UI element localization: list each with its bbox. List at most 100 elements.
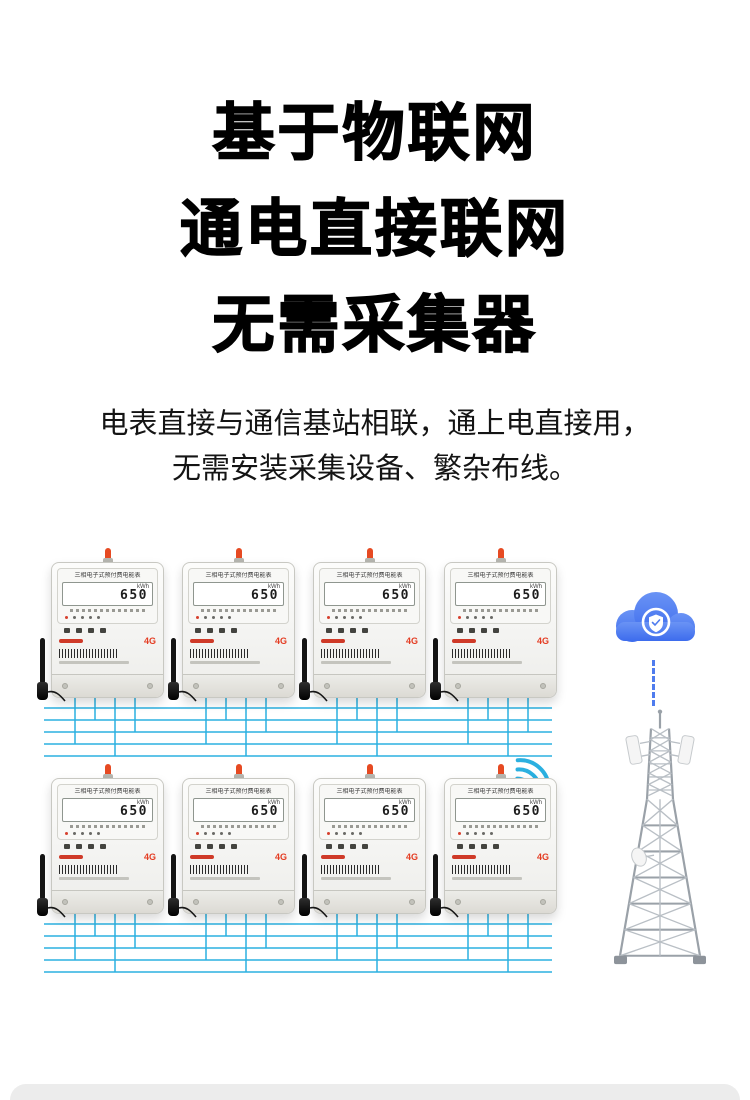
meter-antenna-base — [495, 774, 506, 780]
meter-antenna-base — [364, 558, 375, 564]
meter-barcode — [190, 649, 248, 658]
meter-button — [362, 844, 368, 849]
meter-button — [231, 628, 237, 633]
meter-label-strip — [70, 609, 145, 612]
antenna-cable — [309, 690, 328, 702]
meter-button — [219, 844, 225, 849]
meter-body: 三相电子式预付费电能表 kWh 650 — [51, 778, 164, 914]
antenna-rod — [433, 854, 438, 900]
meter-button — [457, 844, 463, 849]
meter-brand-strip: 4G — [452, 636, 549, 646]
antenna-cable — [440, 906, 459, 918]
led-dot — [97, 832, 100, 835]
meter-button — [195, 844, 201, 849]
meter-slot: 三相电子式预付费电能表 kWh 650 — [299, 764, 429, 918]
meter-antenna-base — [102, 774, 113, 780]
antenna-cable — [178, 906, 197, 918]
antenna-base — [168, 682, 179, 700]
meter-lcd-display: kWh 650 — [62, 798, 153, 822]
led-dot — [351, 616, 354, 619]
led-dot — [220, 832, 223, 835]
meter-buttons — [195, 844, 294, 849]
meter-row-1: 三相电子式预付费电能表 kWh 650 — [37, 548, 563, 702]
meter-brand-strip: 4G — [190, 852, 287, 862]
antenna-rod — [40, 854, 45, 900]
screw — [540, 899, 546, 905]
led-dot — [97, 616, 100, 619]
meter-button — [493, 844, 499, 849]
meter-barcode-area — [452, 649, 549, 664]
led-dot — [474, 832, 477, 835]
led-dot — [73, 616, 76, 619]
meter-4g-badge: 4G — [143, 636, 156, 646]
meter-label-strip — [332, 825, 407, 828]
antenna-cable — [47, 906, 66, 918]
meter-brand-logo — [190, 639, 214, 643]
led-dot — [228, 832, 231, 835]
led-dot — [89, 616, 92, 619]
antenna-rod — [171, 854, 176, 900]
meter-antenna-base — [495, 558, 506, 564]
meter-barcode — [452, 865, 510, 874]
lcd-value: 650 — [251, 588, 279, 603]
external-antenna-icon — [297, 638, 328, 704]
meter-barcode — [190, 865, 248, 874]
meter-antenna-base — [233, 774, 244, 780]
meter-buttons — [326, 844, 425, 849]
meter-brand-logo — [59, 855, 83, 859]
cloud-tower-link — [652, 660, 655, 706]
external-antenna-icon — [428, 638, 459, 704]
meter-terminal-cover — [52, 674, 163, 697]
electric-meter: 三相电子式预付费电能表 kWh 650 — [430, 764, 560, 918]
meter-button — [100, 844, 106, 849]
heading-line-3: 无需采集器 — [212, 290, 538, 361]
antenna-cable — [47, 690, 66, 702]
cloud-shield-icon — [602, 578, 706, 656]
meter-button — [231, 844, 237, 849]
screw — [147, 683, 153, 689]
meter-indicator-leds — [62, 616, 153, 619]
meter-label-strip — [463, 609, 538, 612]
heading-line-1: 基于物联网 — [212, 98, 538, 169]
meter-barcode-area — [59, 865, 156, 880]
meter-red-antenna-icon — [366, 764, 373, 777]
screw — [324, 683, 330, 689]
meter-title: 三相电子式预付费电能表 — [336, 789, 403, 795]
meter-button — [457, 628, 463, 633]
led-dot — [490, 616, 493, 619]
hero-subtitle: 电表直接与通信基站相联，通上电直接用， 无需安装采集设备、繁杂布线。 — [0, 402, 750, 492]
meter-barcode-area — [190, 865, 287, 880]
meter-text-line — [59, 877, 129, 880]
electric-meter: 三相电子式预付费电能表 kWh 650 — [37, 764, 167, 918]
meter-barcode-area — [321, 649, 418, 664]
meter-barcode-area — [59, 649, 156, 664]
meter-4g-badge: 4G — [405, 852, 418, 862]
lcd-unit: kWh — [399, 584, 411, 590]
meter-4g-badge: 4G — [536, 852, 549, 862]
lcd-unit: kWh — [530, 800, 542, 806]
led-dot — [228, 616, 231, 619]
wiring-harness-row-1 — [44, 698, 552, 757]
external-antenna-icon — [297, 854, 328, 920]
meter-text-line — [321, 877, 391, 880]
meter-indicator-leds — [455, 832, 546, 835]
meter-terminal-cover — [445, 674, 556, 697]
meter-lcd-display: kWh 650 — [62, 582, 153, 606]
external-antenna-icon — [35, 638, 66, 704]
meter-label-strip — [332, 609, 407, 612]
led-dot — [212, 616, 215, 619]
meter-buttons — [64, 844, 163, 849]
screw — [324, 899, 330, 905]
led-dot — [359, 832, 362, 835]
meter-text-line — [321, 661, 391, 664]
meter-indicator-leds — [62, 832, 153, 835]
antenna-base — [168, 898, 179, 916]
antenna-rod — [302, 854, 307, 900]
meter-barcode — [321, 865, 379, 874]
meter-slot: 三相电子式预付费电能表 kWh 650 — [168, 764, 298, 918]
screw — [193, 899, 199, 905]
meter-terminal-cover — [314, 674, 425, 697]
led-dot — [458, 616, 461, 619]
meter-barcode-area — [190, 649, 287, 664]
antenna-base — [430, 898, 441, 916]
